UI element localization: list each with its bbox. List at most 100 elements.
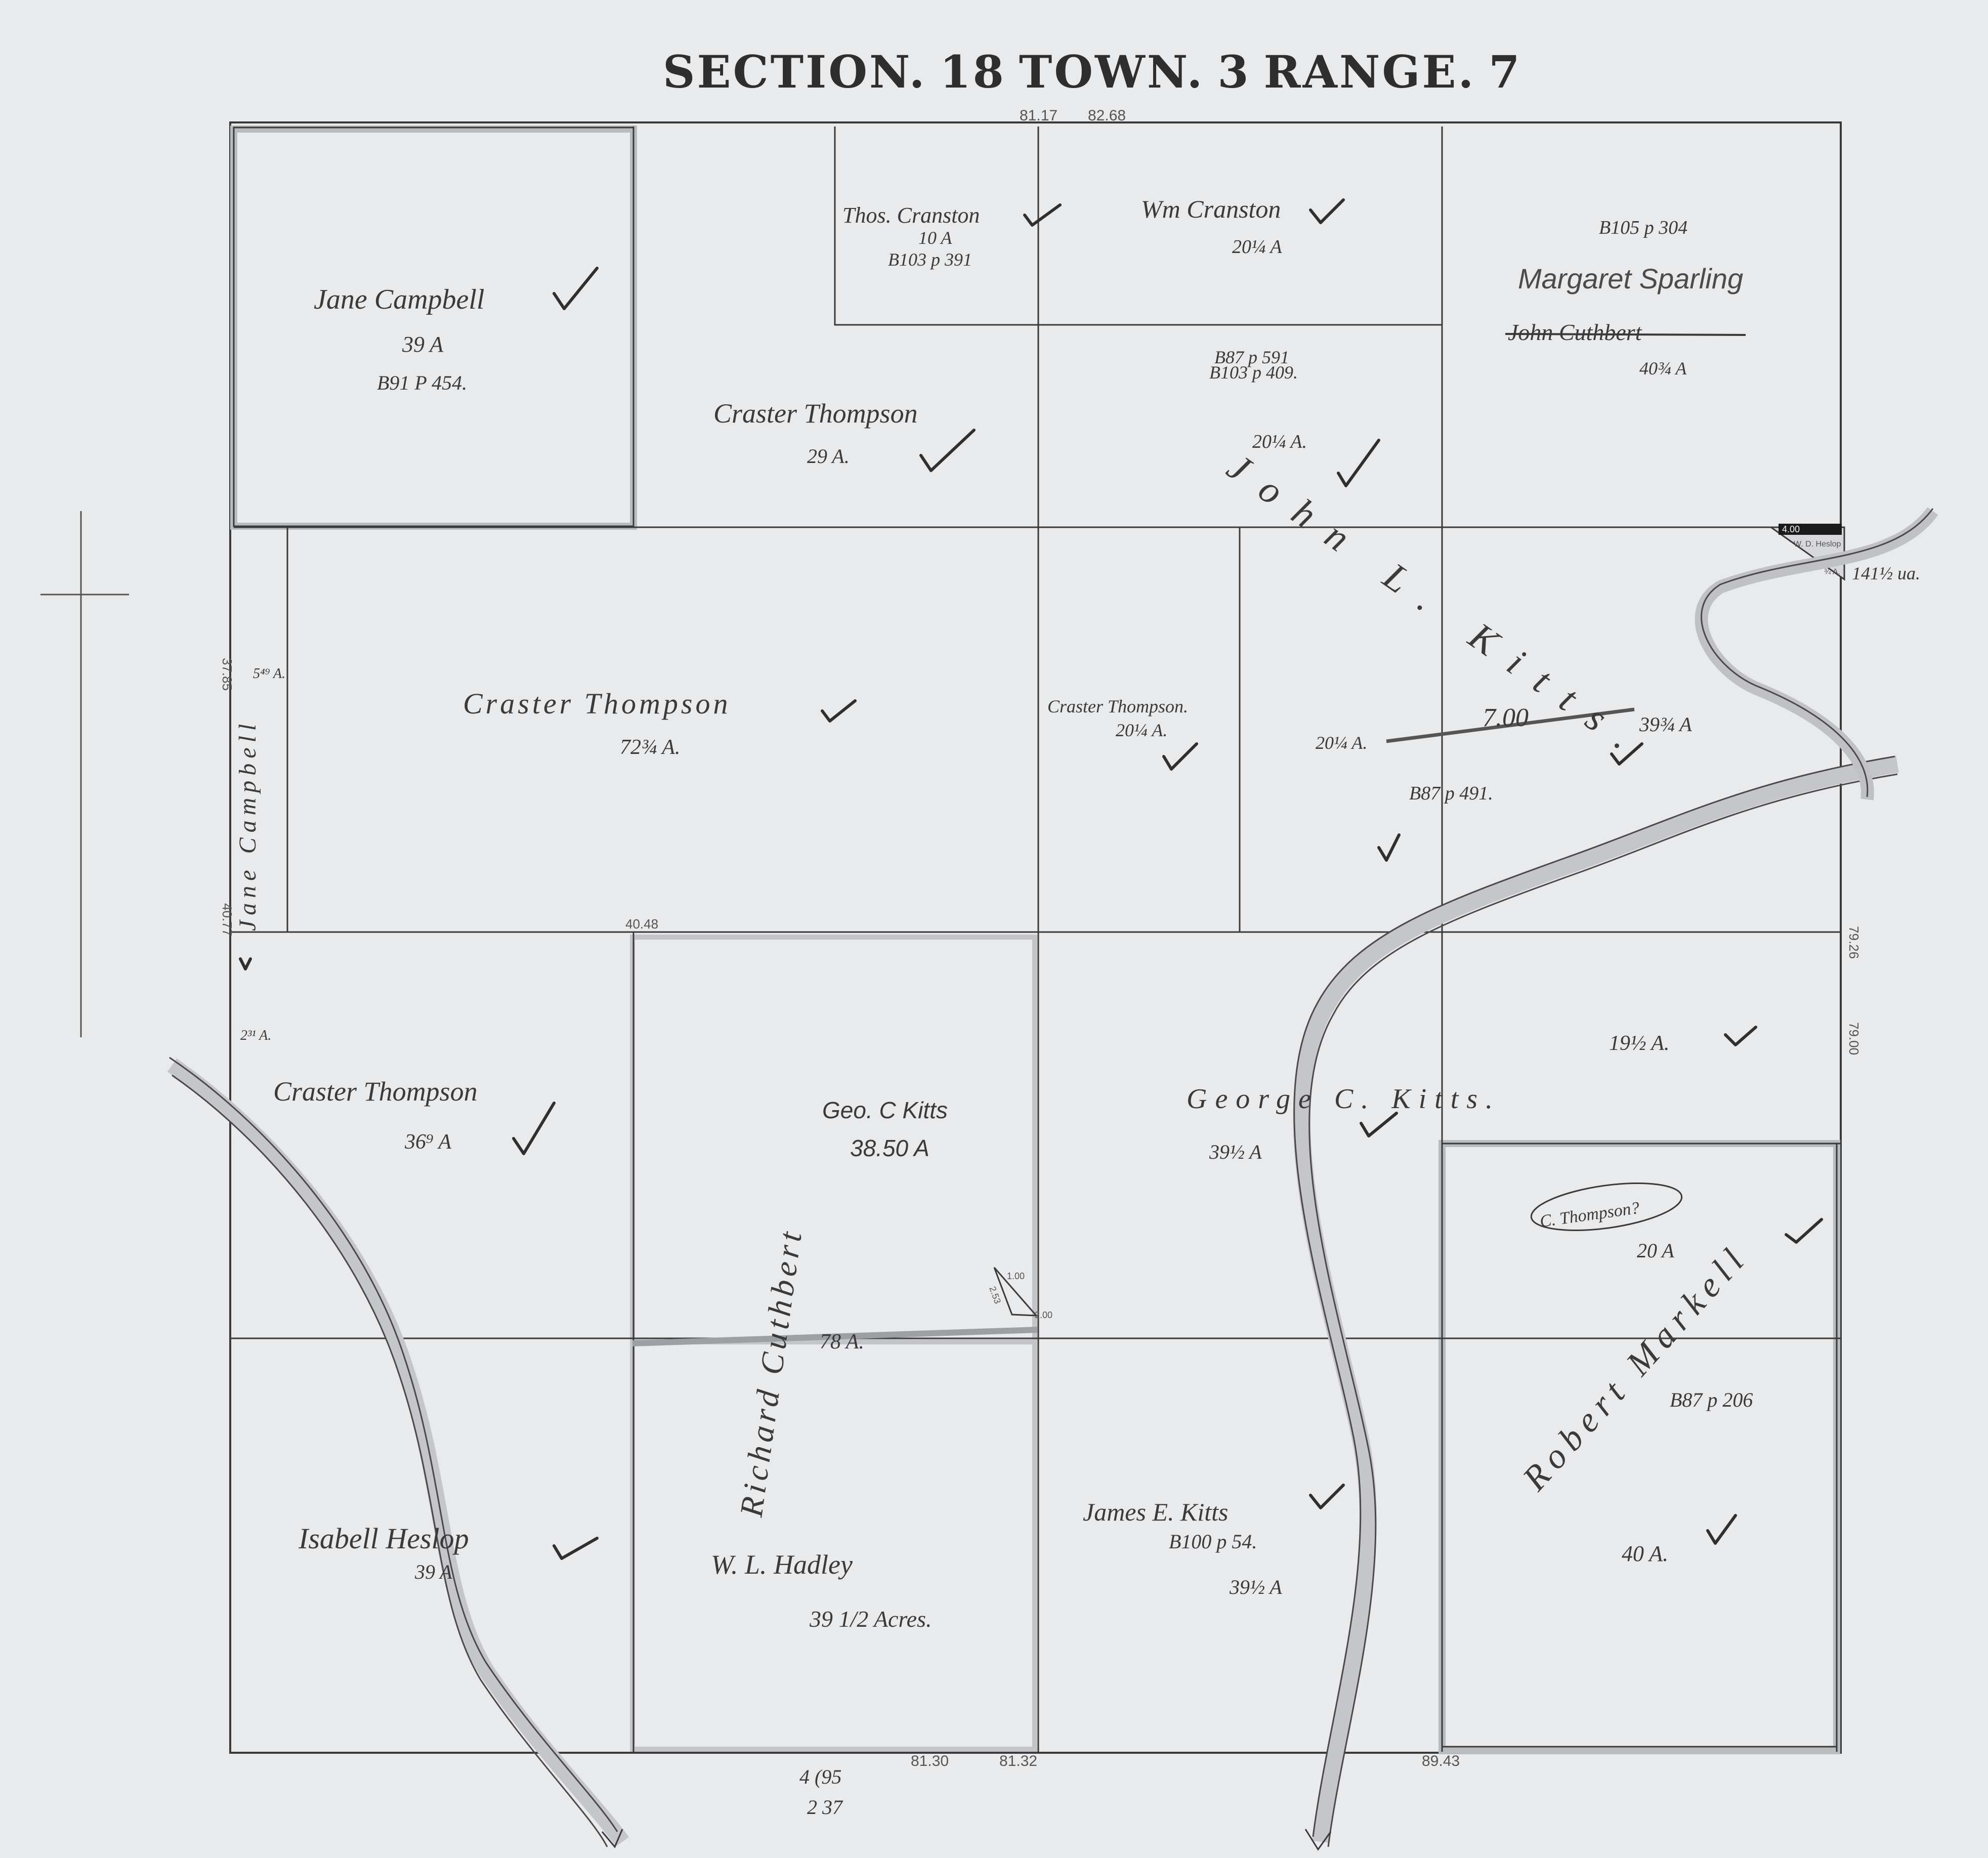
center-north-book-2: B103 p 409.: [1209, 362, 1298, 383]
craster-small-acres: 20¼ A.: [1116, 720, 1167, 740]
george-kitts-acres-right: 19½ A.: [1609, 1032, 1669, 1055]
bottom-measure-1: 81.30: [911, 1753, 949, 1769]
top-measure-1: 81.17: [1020, 107, 1058, 124]
parcel-lines: [230, 126, 1842, 1752]
triangle-measure-2: 2.00: [1035, 1310, 1052, 1320]
thos-cranston-acres: 10 A: [918, 228, 952, 248]
geo-kitts-box-acres: 38.50 A: [850, 1135, 929, 1161]
jane-campbell-book: B91 P 454.: [377, 371, 467, 394]
check-mark: [1162, 742, 1198, 771]
right-measure-2: 79.26: [1846, 926, 1862, 959]
parcel-jane-campbell-shaded: [230, 125, 637, 530]
heslop-outside: 141½ ua.: [1852, 563, 1920, 583]
check-mark: [1309, 198, 1345, 224]
george-kitts-acres: 39½ A: [1209, 1141, 1262, 1163]
heslop-name: W. D. Heslop: [1794, 540, 1841, 548]
parcel-center-shaded: [630, 935, 1037, 1344]
heslop-acres: ¾ A.: [1824, 568, 1840, 576]
bottom-measure-3: 89.43: [1422, 1753, 1460, 1769]
jane-campbell-strip-acres-top: 5⁴⁹ A.: [253, 666, 285, 682]
mid-measure: 40.48: [625, 916, 658, 932]
jane-campbell-strip-acres-bottom: 2³¹ A.: [240, 1028, 271, 1043]
heslop-dim: 4.00: [1782, 524, 1800, 534]
check-mark: [1023, 203, 1062, 227]
check-mark: [1785, 1218, 1823, 1244]
craster-north-name: Craster Thompson: [713, 398, 918, 429]
bottom-note-2: 2 37: [807, 1796, 843, 1819]
craster-center-acres: 72¾ A.: [620, 736, 680, 759]
center-north-book-1: B87 p 591: [1214, 347, 1289, 367]
east-creek-arrow: [1304, 1829, 1332, 1851]
bottom-note-1: 4 (95: [799, 1765, 841, 1788]
section-boundary: [229, 121, 1842, 1754]
check-mark: [553, 1537, 599, 1560]
isabell-heslop-acres: 39 A: [414, 1560, 452, 1583]
triangle-measure-1: 1.00: [1007, 1271, 1025, 1281]
check-mark: [1360, 1112, 1398, 1137]
check-mark: [553, 267, 599, 310]
kitts-measure-line: [1386, 707, 1635, 743]
check-mark: [512, 1102, 556, 1155]
robert-markell-book: B87 p 206: [1670, 1388, 1753, 1411]
range-number: 7: [1489, 46, 1522, 98]
cuthbert-triangle: [993, 1267, 1038, 1317]
sparling-name: Margaret Sparling: [1518, 263, 1743, 294]
john-kitts-book: B87 p 491.: [1409, 783, 1493, 804]
top-measure-2: 82.68: [1088, 107, 1126, 124]
cuthbert-line: [632, 1327, 1038, 1346]
section-label: SECTION.: [663, 46, 927, 98]
check-mark: [239, 957, 252, 970]
sparling-acres: 40¾ A: [1639, 358, 1687, 378]
check-mark: [1337, 439, 1380, 487]
george-kitts-first: George C. Kitts.: [1187, 1083, 1501, 1115]
c-thompson-note: C. Thompson?: [1539, 1199, 1641, 1231]
thos-cranston-name: Thos. Cranston: [842, 203, 980, 228]
wm-cranston-acres: 20¼ A: [1232, 236, 1282, 258]
jane-campbell-acres: 39 A: [402, 332, 444, 357]
section-number: 18: [940, 46, 1006, 98]
richard-cuthbert-name: Richard Cuthbert: [733, 1226, 809, 1519]
jane-campbell-strip-name: Jane Campbell: [234, 719, 261, 931]
james-kitts-name: James E. Kitts: [1083, 1498, 1228, 1526]
town-number: 3: [1217, 46, 1251, 98]
check-mark: [1724, 1026, 1757, 1046]
isabell-heslop-name: Isabell Heslop: [298, 1522, 469, 1555]
check-mark: [919, 429, 976, 472]
craster-small-name: Craster Thompson.: [1047, 696, 1188, 716]
sparling-book: B105 p 304: [1599, 217, 1687, 238]
check-mark: [1706, 1514, 1737, 1545]
check-mark: [1309, 1484, 1345, 1509]
check-mark: [821, 699, 857, 723]
craster-center-name: Craster Thompson: [463, 687, 731, 720]
sparling-struck-name: John Cuthbert: [1508, 319, 1642, 345]
wl-hadley-name: W. L. Hadley: [711, 1549, 853, 1580]
john-kitts-acres-left: 20¼ A.: [1316, 733, 1367, 753]
robert-markell-acres-top: 20 A: [1637, 1239, 1674, 1262]
robert-markell-name: Robert Markell: [1515, 1237, 1756, 1498]
craster-north-acres: 29 A.: [807, 445, 850, 468]
james-kitts-book: B100 p 54.: [1169, 1530, 1257, 1553]
craster-southwest-acres: 36⁹ A: [404, 1130, 451, 1154]
east-creek: [1293, 507, 1938, 1847]
strike-through-line: [1505, 333, 1746, 336]
thos-cranston-book: B103 p 391: [888, 249, 972, 270]
craster-southwest-name: Craster Thompson: [273, 1076, 478, 1107]
robert-markell-acres-bottom: 40 A.: [1622, 1541, 1668, 1566]
right-measure-1: 79.00: [1846, 1022, 1862, 1055]
wl-hadley-acres: 39 1/2 Acres.: [809, 1606, 932, 1632]
jane-campbell-name: Jane Campbell: [314, 284, 484, 315]
wm-cranston-name: Wm Cranston: [1141, 195, 1281, 223]
john-kitts-acres-right: 39¾ A: [1639, 713, 1692, 736]
range-label: RANGE.: [1263, 46, 1476, 98]
southwest-creek-arrow: [601, 1829, 623, 1848]
southwest-creek: [167, 1057, 629, 1847]
kitts-line-measure: 7.00: [1483, 703, 1529, 732]
c-thompson-oval: [1530, 1182, 1683, 1232]
check-mark: [1377, 833, 1401, 862]
center-north-acres: 20¼ A.: [1252, 431, 1307, 452]
check-mark: [1610, 742, 1643, 766]
bottom-measure-2: 81.32: [999, 1753, 1037, 1769]
james-kitts-acres: 39½ A: [1229, 1576, 1282, 1598]
